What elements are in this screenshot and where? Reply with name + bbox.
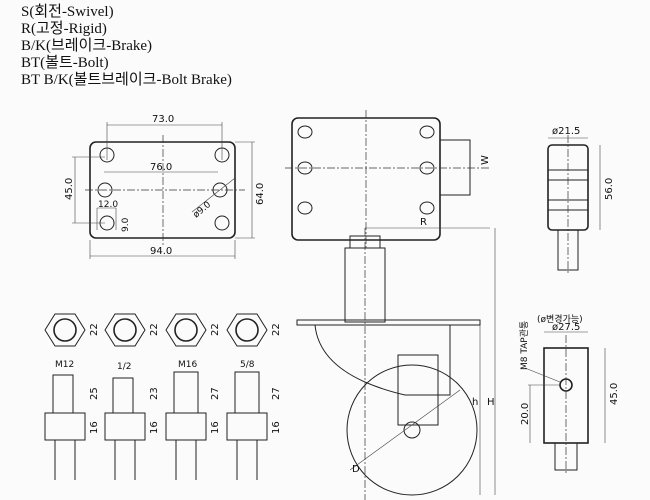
dim-h-small: h [472, 397, 478, 408]
svg-text:16: 16 [271, 421, 282, 434]
dim-socket-height: 45.0 [609, 383, 620, 405]
legend-item-bolt: BT(볼트-Bolt) [21, 55, 109, 71]
dim-outer-width: 94.0 [150, 246, 172, 257]
svg-text:16: 16 [149, 421, 160, 434]
type-legend: S(회전-Swivel) R(고정-Rigid) B/K(브레이크-Brake)… [21, 4, 232, 89]
legend-item-swivel: S(회전-Swivel) [21, 4, 114, 20]
svg-text:22: 22 [271, 323, 282, 336]
legend-item-rigid: R(고정-Rigid) [21, 21, 107, 37]
legend-item-brake: B/K(브레이크-Brake) [21, 38, 153, 54]
socket-tap-label: M8 TAP관통 [519, 321, 530, 370]
dim-hole-dia: ø9.0 [192, 200, 214, 221]
bolt-option: 22 5/8 27 16 [226, 313, 282, 480]
svg-text:5/8: 5/8 [240, 360, 255, 370]
svg-text:22: 22 [149, 323, 160, 336]
dim-hole-width: 73.0 [152, 114, 174, 125]
svg-text:23: 23 [149, 387, 160, 400]
svg-text:25: 25 [89, 387, 100, 400]
bolt-options: 22 M12 25 16 22 1/2 23 16 22 [44, 313, 282, 480]
dim-wheel-dia: D [352, 464, 360, 475]
svg-text:1/2: 1/2 [117, 362, 131, 372]
mounting-plate-view: 73.0 76.0 94.0 64.0 45.0 12.0 9.0 ø9.0 [64, 114, 266, 259]
bolt-option: 22 1/2 23 16 [104, 313, 160, 480]
bolt-option: 22 M12 25 16 [44, 313, 100, 480]
dim-socket-hole-height: 20.0 [520, 403, 531, 425]
dim-stem-height: 56.0 [604, 178, 615, 200]
socket-detail: (ø변경가능) ø27.5 M8 TAP관통 45.0 20.0 [519, 313, 620, 475]
dim-stem-dia: ø21.5 [552, 126, 580, 137]
svg-text:M12: M12 [55, 360, 74, 370]
dim-w: W [480, 155, 491, 165]
svg-text:16: 16 [89, 421, 100, 434]
svg-text:27: 27 [271, 387, 282, 400]
svg-text:22: 22 [89, 323, 100, 336]
socket-note: (ø변경가능) [537, 313, 583, 325]
dim-outer-height: 64.0 [255, 183, 266, 205]
dim-h-total: H [487, 397, 495, 408]
dim-slot-height: 9.0 [121, 217, 131, 232]
dim-inner: 76.0 [150, 162, 172, 173]
dim-hole-pitch: 45.0 [64, 178, 75, 200]
caster-top-view: W [285, 110, 491, 248]
svg-text:16: 16 [210, 421, 221, 434]
dim-slot-width: 12.0 [98, 200, 118, 210]
caster-side-view: R h H D [296, 217, 496, 500]
dim-r: R [420, 217, 427, 228]
dim-socket-dia: ø27.5 [552, 322, 580, 333]
legend-item-bolt-brake: BT B/K(볼트브레이크-Bolt Brake) [21, 72, 232, 88]
svg-text:22: 22 [210, 323, 221, 336]
stem-detail: ø21.5 56.0 [547, 126, 615, 275]
bolt-option: 22 M16 27 16 [165, 313, 221, 480]
svg-text:27: 27 [210, 387, 221, 400]
svg-text:M16: M16 [178, 360, 197, 370]
